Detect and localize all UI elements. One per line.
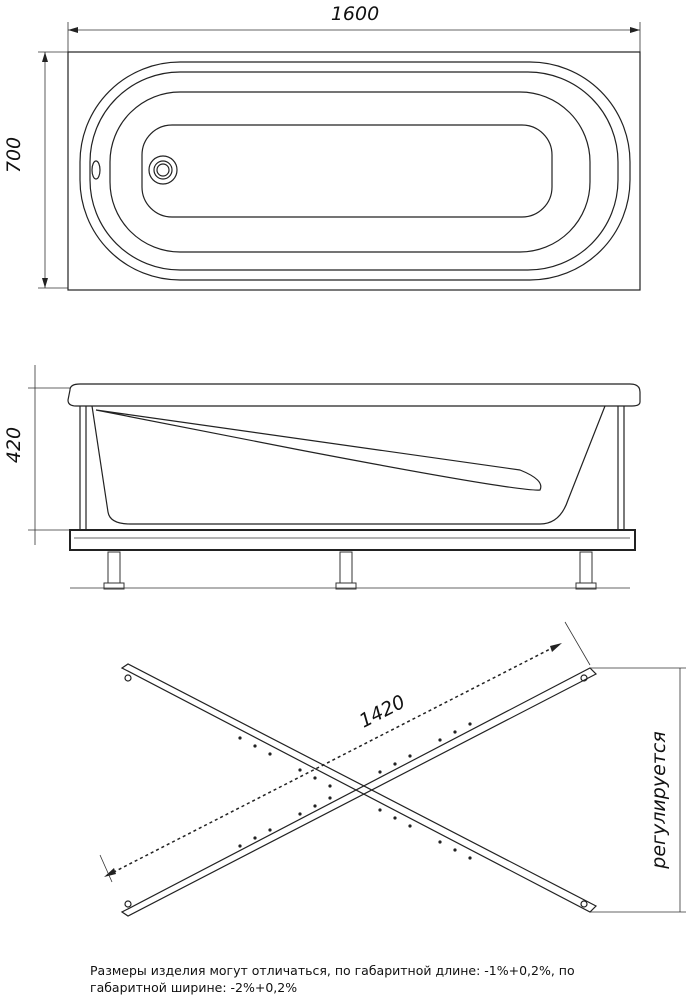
frame-view: 1420 регулируется [99,621,686,917]
diagonal-dimension: 1420 [356,691,409,733]
height-dimension: 420 [3,427,25,463]
tolerance-note: Размеры изделия могут отличаться, по габ… [90,963,575,995]
length-dimension: 1600 [331,3,379,25]
top-view: 1600 700 [3,3,641,291]
adjustable-label: регулируется [648,731,670,869]
width-dimension: 700 [3,137,25,173]
side-view: 420 [3,365,641,590]
